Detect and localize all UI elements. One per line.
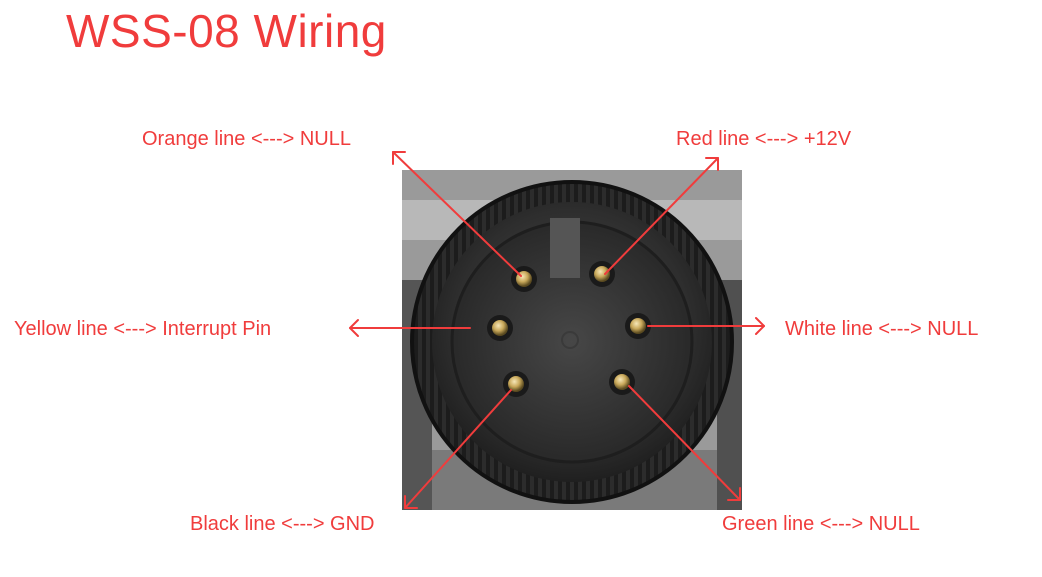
label-orange-line: Orange line <---> NULL bbox=[142, 128, 351, 150]
connector-photo bbox=[402, 170, 742, 510]
label-black-line: Black line <---> GND bbox=[190, 513, 375, 535]
pin-orange bbox=[511, 266, 537, 292]
outer-ring-edge bbox=[410, 180, 734, 504]
label-red-line: Red line <---> +12V bbox=[676, 128, 852, 150]
pin-red bbox=[589, 261, 615, 287]
label-green-line: Green line <---> NULL bbox=[722, 513, 920, 535]
connector-key-slot bbox=[550, 218, 580, 278]
page-title: WSS-08 Wiring bbox=[66, 5, 387, 57]
pin-white bbox=[625, 313, 651, 339]
pin-yellow bbox=[487, 315, 513, 341]
center-mark bbox=[561, 331, 579, 349]
pin-black bbox=[503, 371, 529, 397]
label-yellow-line: Yellow line <---> Interrupt Pin bbox=[14, 318, 272, 340]
pin-green bbox=[609, 369, 635, 395]
label-white-line: White line <---> NULL bbox=[785, 318, 979, 340]
